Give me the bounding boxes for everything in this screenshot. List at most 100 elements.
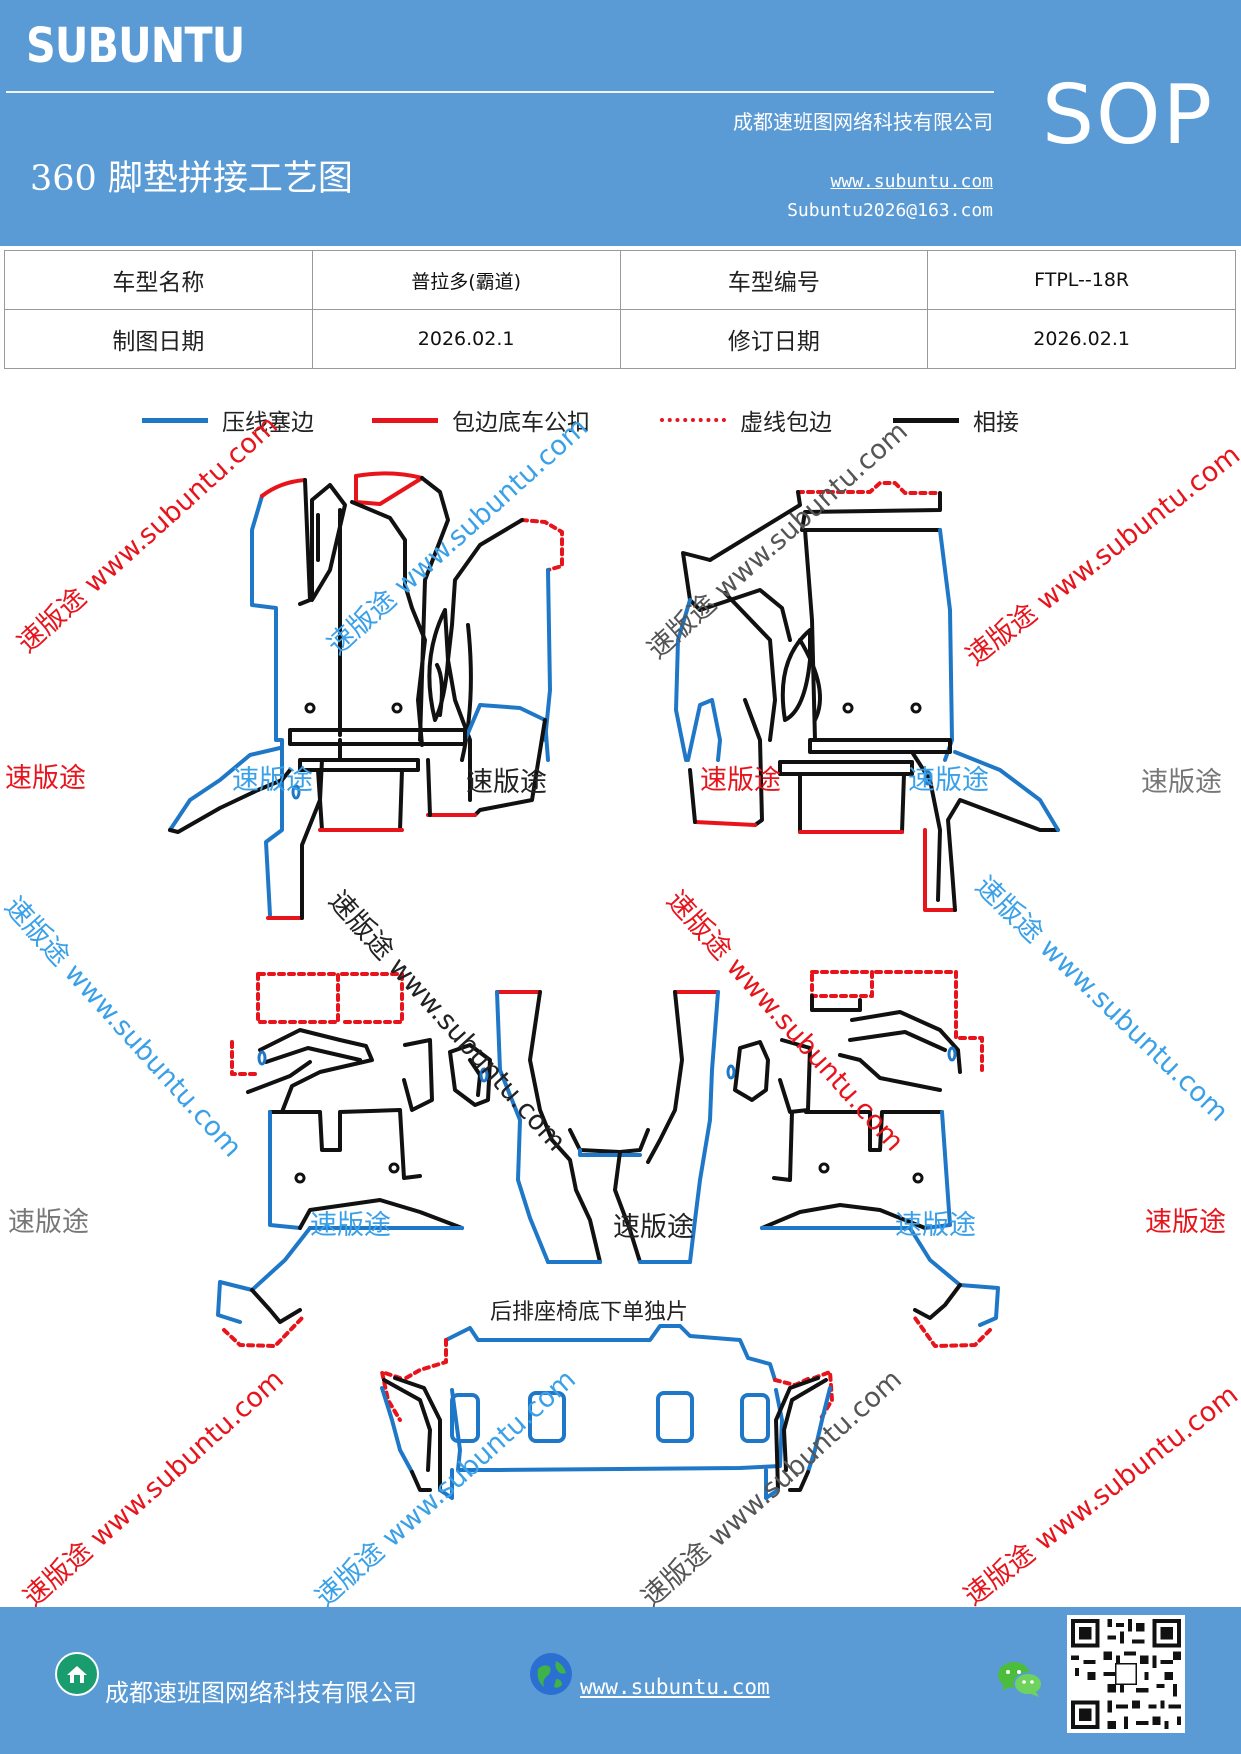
cut-line-black [288, 728, 467, 746]
cut-line-blue [760, 1226, 1000, 1327]
cut-line-red [380, 1370, 402, 1422]
cut-line-black [448, 1043, 492, 1107]
clip-slot [291, 784, 301, 800]
footer-company-name: 成都速班图网络科技有限公司 [105, 1679, 417, 1707]
mount-hole [304, 702, 316, 714]
cut-line-black [258, 1028, 374, 1114]
home-icon [55, 1652, 99, 1696]
cut-line-blue [444, 1324, 777, 1382]
cut-line-black [298, 758, 420, 772]
legend-swatch [372, 417, 438, 423]
cut-line-red [923, 828, 957, 912]
cut-line-black [804, 1110, 944, 1152]
rear-left-mat [216, 972, 492, 1348]
cut-line-red [222, 1316, 304, 1348]
value-cell: 2026.02.1 [927, 309, 1236, 369]
cut-line-blue [953, 750, 1060, 832]
sop-badge: SOP [1042, 68, 1215, 163]
legend-swatch [142, 417, 208, 423]
footer-website-link[interactable]: www.subuntu.com [580, 1675, 770, 1699]
cut-line-black [850, 1010, 962, 1074]
cut-line-red [520, 518, 564, 572]
cut-line-blue [495, 990, 550, 1264]
cut-line-red [354, 471, 424, 480]
cut-line-blue [168, 746, 282, 832]
cut-line-blue [923, 1110, 952, 1230]
watermark-text: 速版途 [700, 765, 781, 796]
wechat-icon[interactable] [996, 1659, 1044, 1701]
company-name: 成都速班图网络科技有限公司 [733, 110, 993, 134]
cut-line-black [250, 1288, 302, 1324]
cut-line-black [798, 772, 906, 834]
mount-hole [388, 1162, 400, 1174]
cut-line-red [874, 970, 984, 1072]
legend-swatch [660, 418, 726, 422]
cut-line-black [613, 1150, 642, 1264]
table-row: 车型名称 普拉多(霸道) 车型编号 FTPL--18R [4, 250, 1236, 310]
watermark-text: 速版途 [310, 1210, 391, 1241]
cut-line-black [402, 1038, 434, 1112]
watermark-text: 速版途 [895, 1210, 976, 1241]
cut-line-black [264, 1046, 362, 1064]
clip-slot [479, 1067, 489, 1083]
cut-line-black [788, 1470, 810, 1492]
cut-line-black [300, 738, 342, 920]
center-tunnel-mat [495, 990, 720, 1264]
cut-line-black [410, 1470, 432, 1492]
cut-line-red [796, 481, 942, 495]
cut-line-red [693, 820, 757, 827]
cut-line-blue [688, 990, 720, 1264]
watermark-text: 速版途 [1145, 1207, 1226, 1238]
legend-label: 虚线包边 [740, 410, 832, 436]
website-link[interactable]: www.subuntu.com [830, 171, 993, 192]
cut-line-black [800, 491, 942, 532]
cut-line-black [913, 1283, 962, 1320]
cut-line-red [354, 474, 424, 506]
value-cell: 2026.02.1 [311, 309, 621, 369]
seat-bracket-cutout [740, 1393, 770, 1443]
label-cell: 制图日期 [4, 309, 313, 369]
cut-line-black [838, 1053, 942, 1092]
cut-line-black [782, 1378, 828, 1472]
cut-line-black [298, 478, 312, 606]
value-cell: FTPL--18R [927, 250, 1236, 310]
legend-swatch [893, 417, 959, 423]
legend-label: 压线塞边 [222, 410, 314, 436]
cut-line-black [426, 758, 432, 817]
email-address[interactable]: Subuntu2026@163.com [787, 200, 993, 221]
cut-line-blue [450, 1388, 784, 1472]
page-header: SUBUNTU 360 脚垫拼接工艺图 成都速班图网络科技有限公司 www.su… [0, 0, 1241, 246]
cut-line-black [382, 1378, 432, 1472]
cut-line-black [723, 591, 777, 742]
cut-line-black [246, 1060, 312, 1094]
watermark-text: 速版途 [5, 763, 86, 794]
label-cell: 车型名称 [4, 250, 313, 310]
cut-line-black [688, 768, 697, 824]
cut-line-black [435, 663, 444, 717]
mount-hole [910, 702, 922, 714]
legend-label: 包边底车公扣 [452, 410, 590, 436]
cut-line-blue [216, 1226, 312, 1324]
rear-piece-label: 后排座椅底下单独片 [490, 1300, 689, 1325]
rear-right-mat [726, 970, 1000, 1348]
cut-line-black [910, 750, 942, 902]
cut-line-black [798, 638, 822, 722]
cut-line-blue [543, 568, 552, 742]
cut-line-red [913, 1316, 992, 1348]
cut-line-black [946, 798, 1060, 912]
clip-slot [726, 1064, 736, 1080]
cut-line-blue [438, 1468, 454, 1500]
cut-line-red [340, 972, 404, 1024]
globe-icon [530, 1653, 572, 1695]
cut-line-red [256, 972, 340, 1024]
mount-hole [391, 702, 403, 714]
cut-line-black [780, 628, 812, 722]
qr-code[interactable] [1067, 1615, 1185, 1733]
legend-label: 相接 [973, 410, 1019, 436]
cut-line-black [774, 1376, 820, 1492]
cut-line-black [772, 1110, 794, 1182]
cut-line-black [778, 760, 914, 776]
legend-item: 压线塞边 [142, 400, 314, 440]
cut-line-black [808, 738, 952, 754]
cut-line-red [230, 1040, 262, 1076]
